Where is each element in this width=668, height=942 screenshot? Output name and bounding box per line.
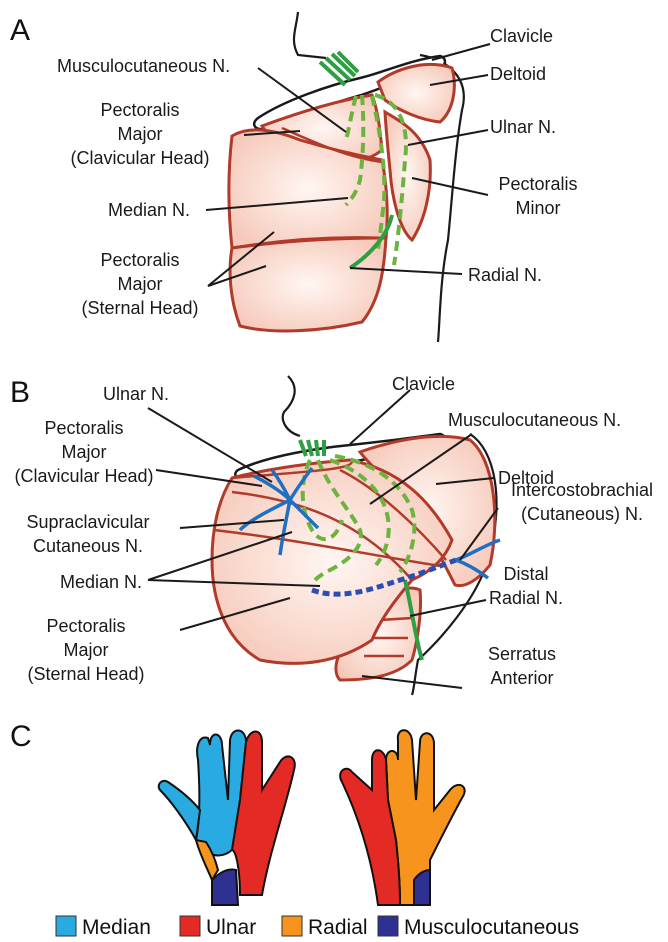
label-b-musculocutaneous: Musculocutaneous N. — [448, 410, 621, 430]
label-a-clavicle: Clavicle — [490, 26, 553, 46]
label-b-clavicle: Clavicle — [392, 374, 455, 394]
label-b-pect-stern-1: Pectoralis — [46, 616, 125, 636]
legend: Median Ulnar Radial Musculocutaneous — [56, 916, 579, 939]
label-b-interco-1: Intercostobrachial — [511, 480, 653, 500]
label-b-distal-1: Distal — [503, 564, 548, 584]
label-a-pect-minor-1: Pectoralis — [498, 174, 577, 194]
label-b-pect-stern-3: (Sternal Head) — [27, 664, 144, 684]
legend-label-median: Median — [82, 916, 151, 939]
label-b-median: Median N. — [60, 572, 142, 592]
legend-swatch-median — [56, 916, 76, 936]
legend-swatch-musculocutaneous — [378, 916, 398, 936]
label-a-pect-stern-2: Major — [117, 274, 162, 294]
label-b-interco-2: (Cutaneous) N. — [521, 504, 643, 524]
panel-a: A — [10, 12, 578, 342]
legend-label-ulnar: Ulnar — [206, 916, 256, 939]
legend-swatch-radial — [282, 916, 302, 936]
label-a-musculocutaneous: Musculocutaneous N. — [57, 56, 230, 76]
label-b-supra-1: Supraclavicular — [26, 512, 149, 532]
label-b-serratus-1: Serratus — [488, 644, 556, 664]
panel-b-label: B — [10, 376, 30, 409]
label-b-pect-clav-2: Major — [61, 442, 106, 462]
label-a-median: Median N. — [108, 200, 190, 220]
label-b-pect-stern-2: Major — [63, 640, 108, 660]
label-a-pect-clav-2: Major — [117, 124, 162, 144]
panel-a-label: A — [10, 14, 30, 47]
label-b-supra-2: Cutaneous N. — [33, 536, 143, 556]
hand-dorsum — [340, 730, 464, 905]
label-b-pect-clav-1: Pectoralis — [44, 418, 123, 438]
hand-palm — [159, 730, 295, 905]
legend-swatch-ulnar — [180, 916, 200, 936]
label-b-serratus-2: Anterior — [490, 668, 553, 688]
panel-c: C Median Ulnar Radial Musculocutaneous — [10, 720, 579, 939]
legend-label-musculocutaneous: Musculocutaneous — [404, 916, 579, 939]
hand-palm-thumb — [159, 781, 200, 840]
label-a-pect-stern-1: Pectoralis — [100, 250, 179, 270]
label-b-ulnar: Ulnar N. — [103, 384, 169, 404]
panel-c-label: C — [10, 720, 32, 753]
label-b-pect-clav-3: (Clavicular Head) — [14, 466, 153, 486]
label-a-pect-stern-3: (Sternal Head) — [81, 298, 198, 318]
label-a-deltoid: Deltoid — [490, 64, 546, 84]
panel-b-neck-outline — [283, 376, 300, 436]
label-a-pect-minor-2: Minor — [515, 198, 560, 218]
panel-a-pect-sternal-lower — [230, 238, 386, 331]
panel-a-neck-outline — [294, 12, 326, 58]
label-a-pect-clav-3: (Clavicular Head) — [70, 148, 209, 168]
label-b-distal-2: Radial N. — [489, 588, 563, 608]
label-a-ulnar: Ulnar N. — [490, 117, 556, 137]
label-a-radial: Radial N. — [468, 265, 542, 285]
label-a-pect-clav-1: Pectoralis — [100, 100, 179, 120]
legend-label-radial: Radial — [308, 916, 368, 939]
panel-b: B — [10, 374, 653, 695]
